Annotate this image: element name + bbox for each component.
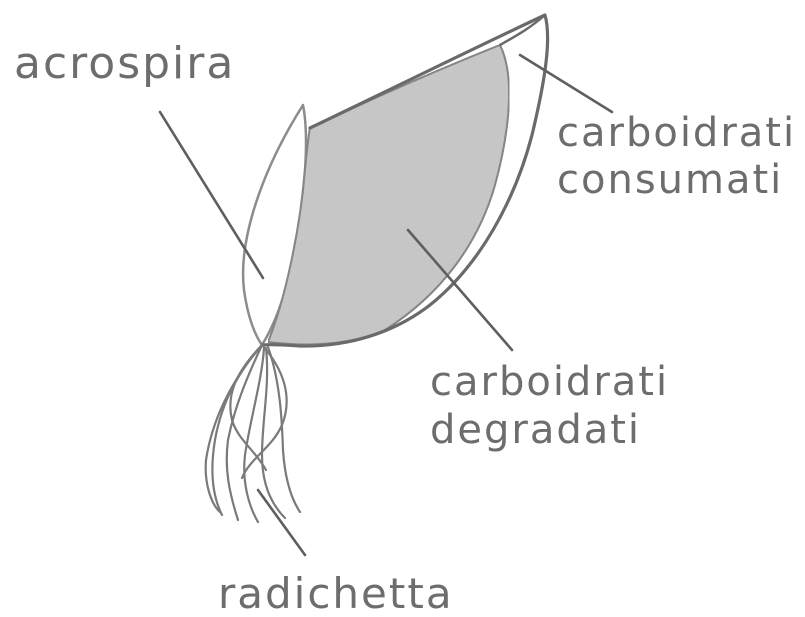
label-acrospira: acrospira — [14, 38, 235, 89]
leader-line-acrospira — [160, 112, 263, 278]
leader-line-radichetta — [258, 490, 305, 555]
label-consumed-line1: carboidrati — [557, 110, 796, 156]
label-degraded-line2: degradati — [430, 407, 641, 453]
label-radichetta: radichetta — [218, 569, 454, 617]
label-consumed-line2: consumati — [557, 157, 783, 203]
radichetta-rootlets — [206, 345, 300, 522]
label-degraded-line1: carboidrati — [430, 359, 669, 405]
